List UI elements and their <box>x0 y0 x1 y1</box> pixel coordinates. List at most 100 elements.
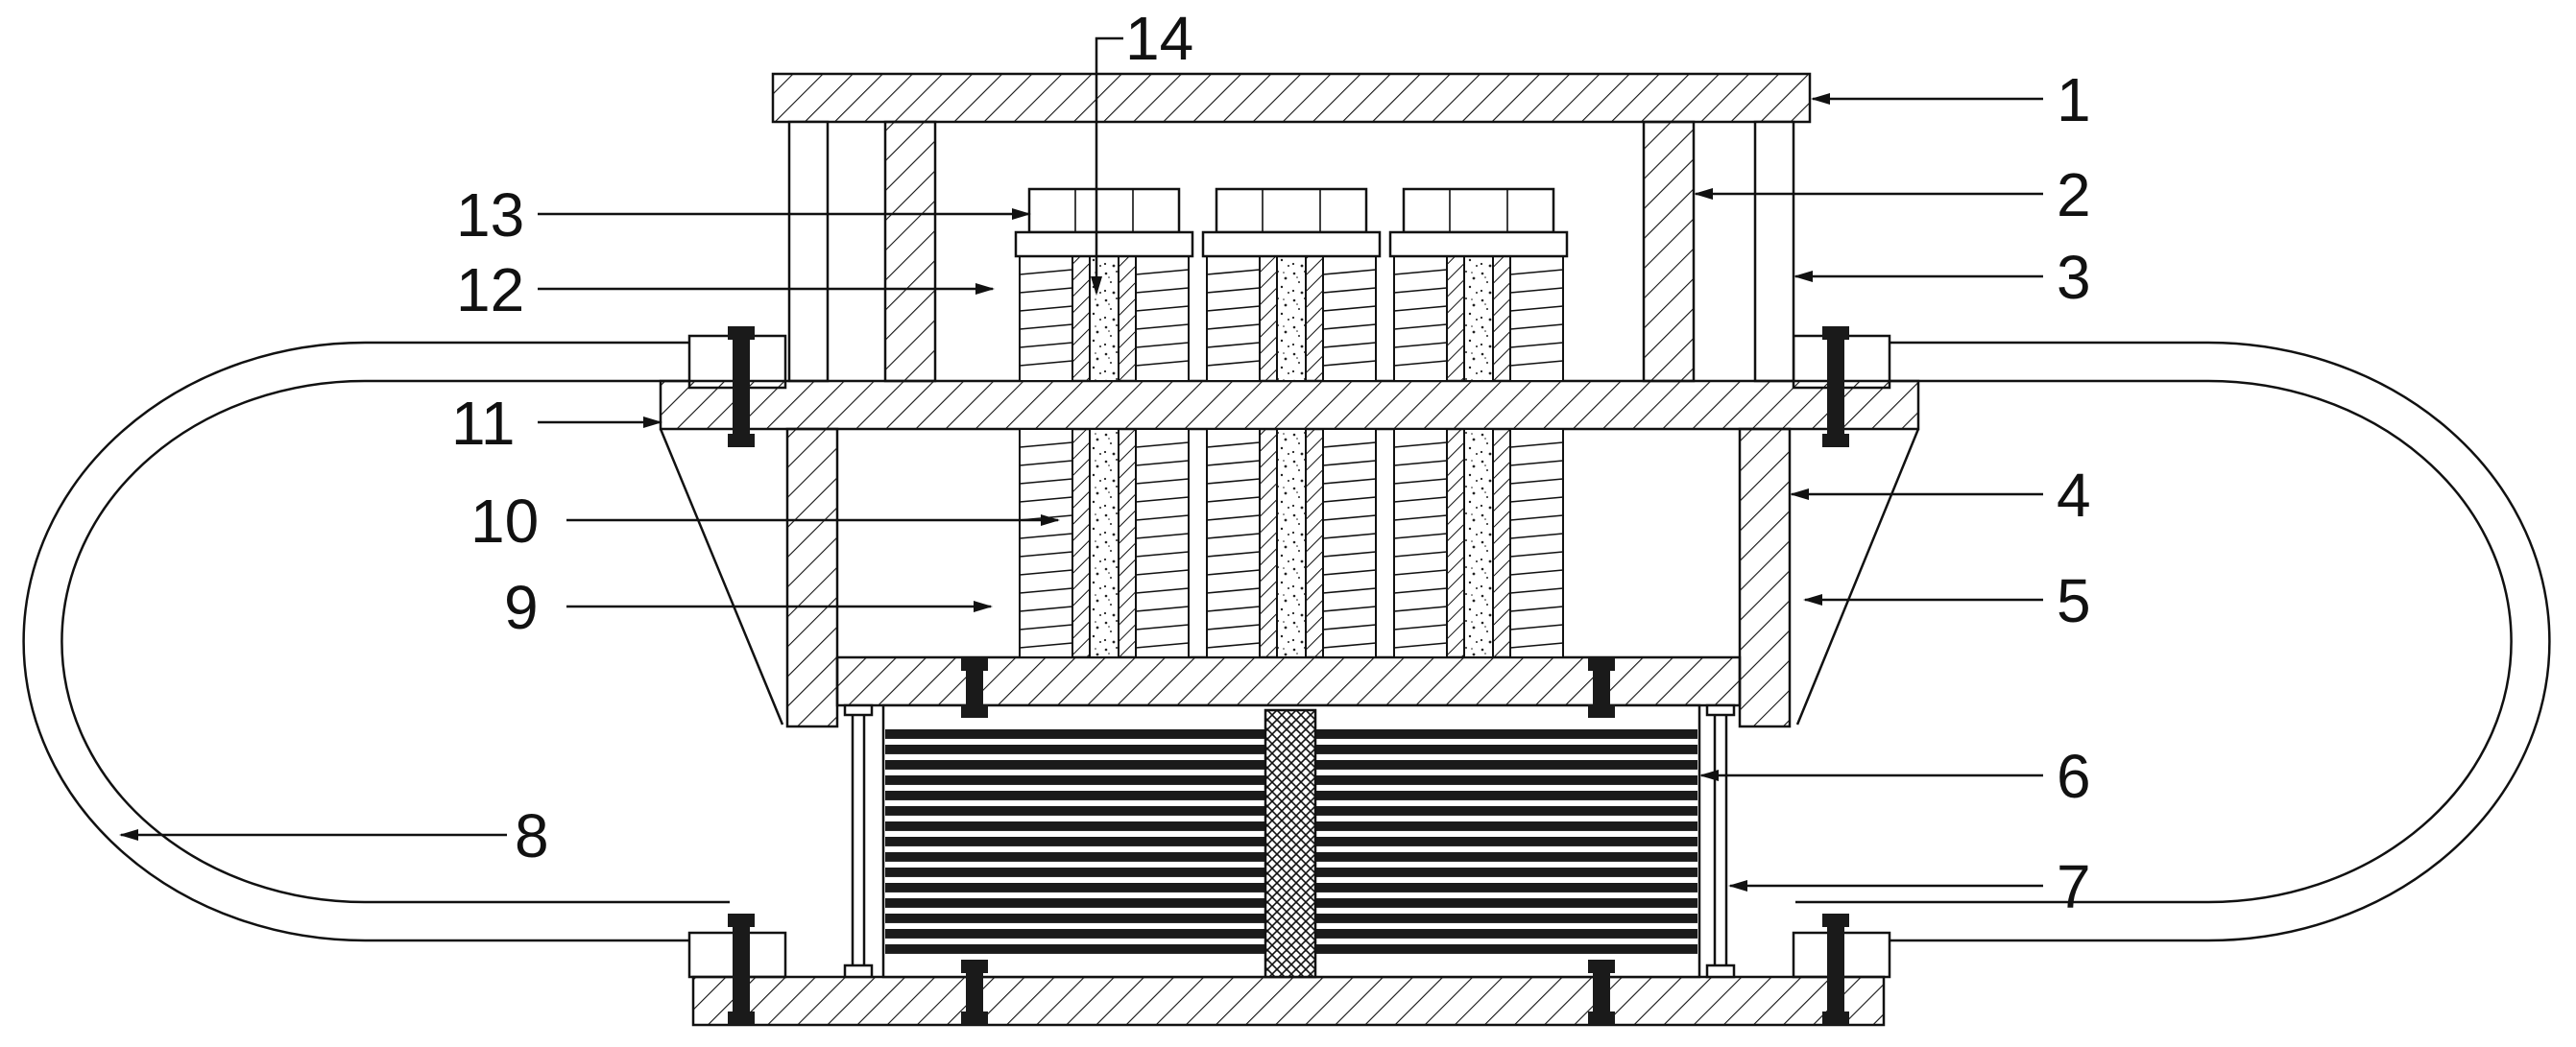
disc-spring-line <box>1019 305 1073 312</box>
disc-spring-line <box>1509 496 1564 503</box>
disc-spring-line <box>1206 360 1261 367</box>
guide-sleeve <box>1118 255 1137 382</box>
disc-spring-line <box>1393 305 1448 312</box>
disc-spring-line <box>1322 624 1377 631</box>
bearing-core <box>1264 708 1317 979</box>
disc-spring-line <box>1322 441 1377 448</box>
disc-spring-line <box>1019 496 1073 503</box>
disc-spring-line <box>1393 342 1448 348</box>
disc-spring-line <box>1019 478 1073 485</box>
disc-spring-line <box>1509 551 1564 558</box>
nut-body <box>1402 187 1555 234</box>
middle-plate <box>659 379 1920 431</box>
disc-spring-line <box>1135 642 1190 649</box>
disc-spring-line <box>1019 624 1073 631</box>
disc-spring-line <box>1206 342 1261 348</box>
disc-spring-line <box>1322 642 1377 649</box>
bolt-shank <box>1593 960 1610 1025</box>
disc-spring-line <box>1393 287 1448 294</box>
disc-spring-line <box>1393 533 1448 539</box>
inner-post-left <box>883 120 937 383</box>
disc-spring-line <box>1019 587 1073 594</box>
disc-spring-line <box>1019 441 1073 448</box>
slope-right <box>1795 428 1920 726</box>
disc-spring-line <box>1206 642 1261 649</box>
disc-spring-line <box>1135 533 1190 539</box>
guide-sleeve <box>1071 255 1091 382</box>
disc-spring-line <box>1322 587 1377 594</box>
disc-spring-line <box>1322 269 1377 275</box>
spring-column <box>1322 428 1377 658</box>
disc-spring-line <box>1135 496 1190 503</box>
bottom-plate <box>691 975 1886 1027</box>
bolt-shank <box>966 657 983 718</box>
spring-column <box>1393 255 1448 382</box>
disc-spring-line <box>1206 269 1261 275</box>
disc-spring-line <box>1135 323 1190 330</box>
disc-spring-line <box>1393 269 1448 275</box>
disc-spring-line <box>1019 323 1073 330</box>
disc-spring-line <box>1206 305 1261 312</box>
disc-spring-line <box>1322 287 1377 294</box>
bolt-shank <box>966 960 983 1025</box>
disc-spring-line <box>1135 569 1190 576</box>
top-plate <box>771 72 1812 124</box>
disc-spring-line <box>1393 478 1448 485</box>
spring-column <box>1135 428 1190 658</box>
disc-spring-line <box>1509 287 1564 294</box>
outer-ring-right <box>1795 341 2551 942</box>
disc-spring-line <box>1509 569 1564 576</box>
spring-column <box>1393 428 1448 658</box>
inner-post-right <box>1642 120 1696 383</box>
disc-spring-line <box>1206 606 1261 612</box>
guide-sleeve <box>1305 428 1324 658</box>
callout-7: 7 <box>2057 852 2091 921</box>
lower-wall-right <box>1738 427 1792 728</box>
laminated-bearing <box>881 703 1701 979</box>
spring-column <box>1019 255 1073 382</box>
slope-left <box>659 428 784 726</box>
disc-spring-line <box>1509 360 1564 367</box>
disc-spring-line <box>1322 360 1377 367</box>
disc-spring-line <box>1322 551 1377 558</box>
callout-1: 1 <box>2057 65 2091 134</box>
spring-column <box>1135 255 1190 382</box>
disc-spring-line <box>1393 642 1448 649</box>
disc-spring-line <box>1206 569 1261 576</box>
upper-spring-stacks <box>1019 255 1564 382</box>
bolt-nut <box>1588 1011 1615 1025</box>
disc-spring-line <box>1509 478 1564 485</box>
callout-2: 2 <box>2057 160 2091 229</box>
disc-spring-line <box>1206 624 1261 631</box>
disc-spring-line <box>1322 496 1377 503</box>
disc-spring-line <box>1393 360 1448 367</box>
callout-13: 13 <box>456 180 524 250</box>
washer <box>1014 230 1194 258</box>
damping-core <box>1463 255 1494 382</box>
disc-spring-line <box>1206 496 1261 503</box>
disc-spring-line <box>1393 496 1448 503</box>
bolt-nut <box>728 434 755 447</box>
callout-4: 4 <box>2057 461 2091 530</box>
bolt-shank <box>733 914 750 1025</box>
callout-3: 3 <box>2057 243 2091 312</box>
disc-spring-line <box>1322 569 1377 576</box>
disc-spring-line <box>1206 587 1261 594</box>
disc-spring-line <box>1135 624 1190 631</box>
nut-body <box>1027 187 1181 234</box>
disc-spring-line <box>1135 305 1190 312</box>
disc-spring-line <box>1322 533 1377 539</box>
disc-spring-line <box>1509 460 1564 466</box>
disc-spring-line <box>1393 624 1448 631</box>
spring-column <box>1509 255 1564 382</box>
disc-spring-line <box>1393 323 1448 330</box>
guide-sleeve <box>1118 428 1137 658</box>
disc-spring-line <box>1322 323 1377 330</box>
disc-spring-line <box>1019 642 1073 649</box>
disc-spring-line <box>1509 642 1564 649</box>
disc-spring-line <box>1135 606 1190 612</box>
guide-sleeve <box>1259 428 1278 658</box>
bolt-nut <box>961 1011 988 1025</box>
disc-spring-line <box>1206 514 1261 521</box>
disc-spring-line <box>1393 441 1448 448</box>
